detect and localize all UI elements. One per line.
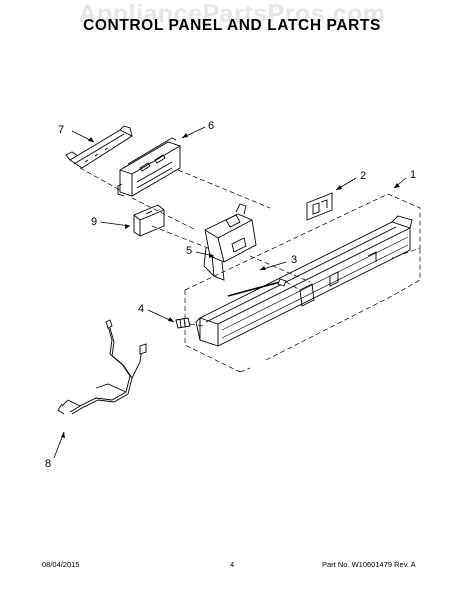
footer-date: 08/04/2015 [42,560,80,569]
page-title: CONTROL PANEL AND LATCH PARTS [83,17,381,34]
callout-4: 4 [138,303,145,315]
part-9-small-bracket [133,204,165,237]
assembly-guide-lines [79,167,421,373]
part-6-control-housing [117,137,181,197]
part-7-bracket [65,125,133,169]
part-3-screw [227,278,287,297]
callout-7: 7 [58,124,65,136]
callout-9: 9 [91,216,98,228]
part-4-fastener [175,317,191,329]
callout-2: 2 [360,170,367,182]
callout-3: 3 [291,254,298,266]
part-5-latch-assembly [203,203,257,281]
part-8-wire-harness [57,319,147,415]
callout-1: 1 [410,169,417,181]
footer-part-number: Part No. W10601479 Rev. A [322,560,416,569]
callout-8: 8 [45,458,52,470]
callout-leaders [53,126,407,459]
watermark-text: AppliancePartsPros.com [78,0,386,28]
callout-arrowheads [61,133,400,438]
part-1-control-panel [195,215,413,347]
callout-6: 6 [208,120,215,132]
footer-page-number: 4 [230,560,235,569]
callout-5: 5 [186,245,193,257]
part-2-label [306,192,333,221]
